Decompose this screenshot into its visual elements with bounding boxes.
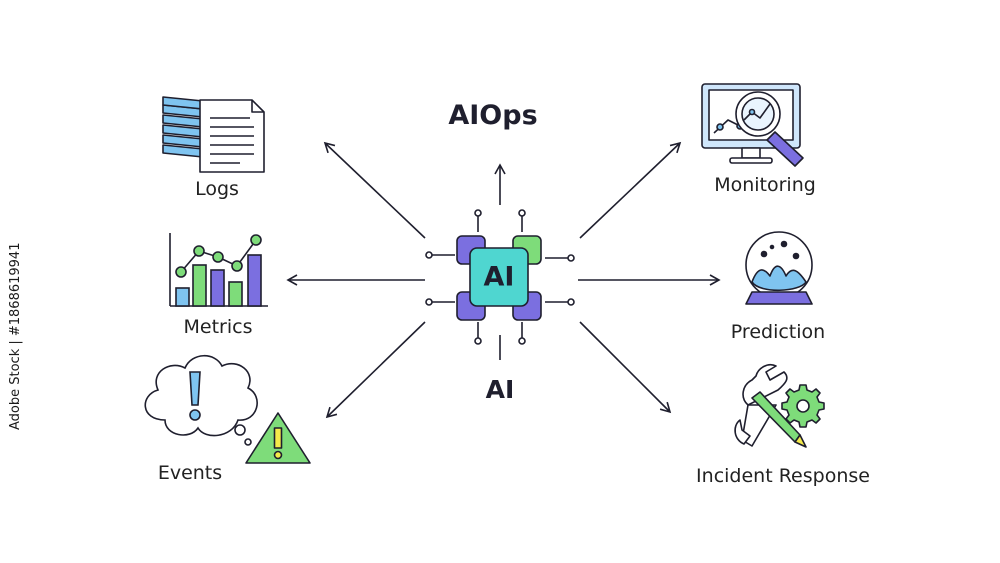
arrow-to-monitoring [579, 141, 682, 239]
arrow-to-events [325, 321, 426, 419]
arrow-to-incident [579, 321, 672, 414]
chip-label: AI [483, 261, 515, 293]
diagram-title: AIOps [448, 100, 538, 131]
arrow-to-logs [323, 141, 426, 239]
node-label-monitoring: Monitoring [714, 174, 816, 196]
node-label-metrics: Metrics [183, 316, 253, 338]
thought-bubble-alert-icon [144, 354, 258, 446]
warning-triangle-icon [245, 412, 311, 464]
node-label-logs: Logs [195, 178, 239, 200]
monitor-magnifier-icon [701, 83, 804, 167]
bar-chart-icon [169, 233, 268, 307]
node-label-prediction: Prediction [730, 321, 826, 343]
node-label-incident: Incident Response [696, 465, 870, 487]
node-label-events: Events [157, 462, 223, 484]
stock-watermark: Adobe Stock | #1868619941 [8, 242, 23, 430]
crystal-ball-icon [745, 231, 813, 305]
ai-chip-icon [425, 209, 575, 360]
connector-arrows [286, 141, 721, 419]
documents-icon [162, 96, 265, 173]
center-caption: AI [485, 375, 515, 404]
wrench-pencil-gear-icon [734, 363, 825, 448]
